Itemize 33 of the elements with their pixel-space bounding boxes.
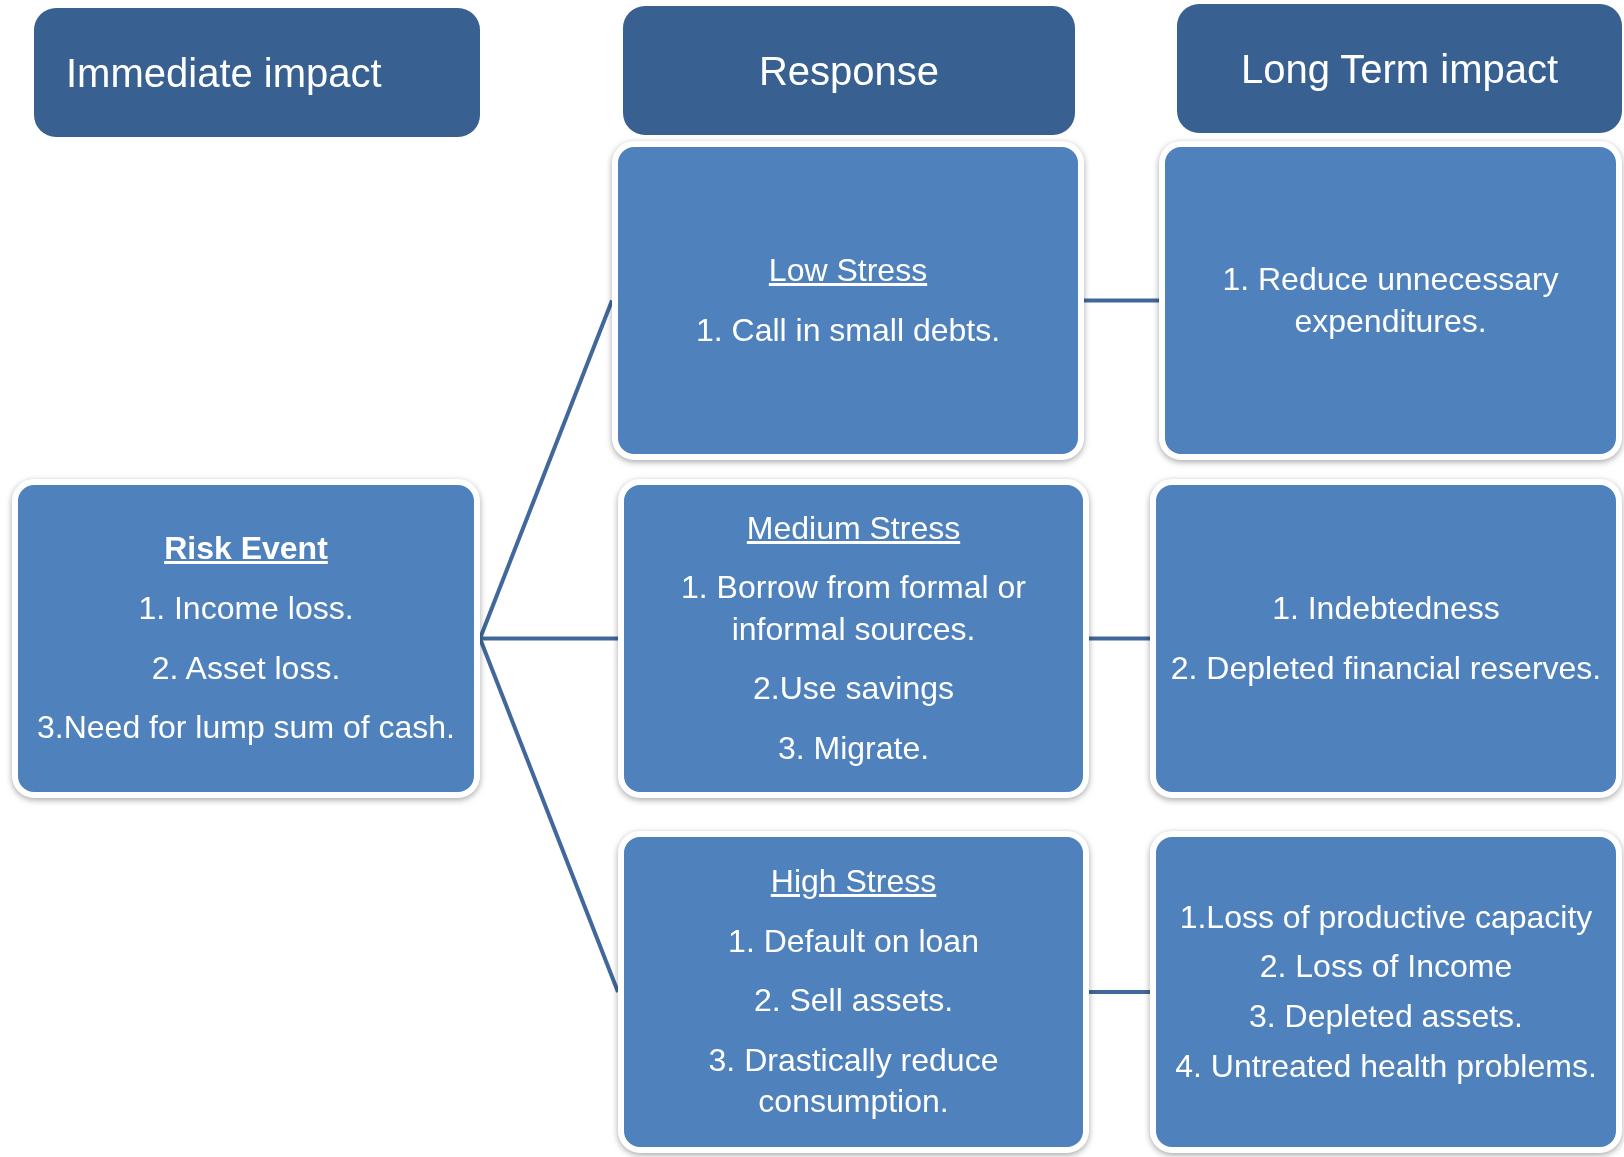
list-item-text: 2. Sell assets.: [753, 981, 954, 1021]
header-text: Long Term impact: [1240, 45, 1559, 93]
heading-text: Low Stress: [768, 250, 928, 290]
list-item-text: 1. Reduce unnecessary expenditures.: [1221, 259, 1560, 341]
connector-line: [478, 299, 614, 640]
column-header: [623, 6, 1075, 135]
list-item-text: 3.Need for lump sum of cash.: [37, 708, 455, 748]
heading-text: Risk Event: [164, 529, 328, 569]
header-text: Response: [758, 47, 940, 95]
header-text: Immediate impact: [66, 49, 382, 97]
list-item-text: 1. Borrow from formal or informal sources.: [680, 568, 1027, 649]
list-item-text: 1.Loss of productive capacity: [1179, 897, 1593, 937]
list-item-text: 1. Call in small debts.: [695, 310, 1001, 350]
heading-text: Medium Stress: [746, 508, 961, 548]
list-item-text: 3. Depleted assets.: [1249, 997, 1523, 1036]
column-header: [34, 8, 480, 137]
list-item-text: 2. Asset loss.: [151, 648, 341, 688]
connector-line: [1084, 298, 1159, 303]
list-item-text: 3. Migrate.: [777, 728, 930, 768]
list-item-text: 1. Indebtedness: [1272, 588, 1500, 628]
list-item-text: 2. Depleted financial reserves.: [1170, 648, 1602, 688]
list-item-text: 2. Loss of Income: [1259, 947, 1513, 987]
connector-line: [1089, 990, 1150, 994]
heading-text: High Stress: [770, 862, 937, 901]
list-item-text: 1. Default on loan: [728, 921, 979, 961]
connector-line: [1089, 636, 1150, 641]
connector-line: [478, 637, 620, 993]
list-item-text: 4. Untreated health problems.: [1175, 1046, 1597, 1086]
column-header: [1177, 4, 1622, 133]
list-item-text: 2.Use savings: [753, 669, 954, 709]
connector-line: [480, 636, 618, 641]
list-item-text: 1. Income loss.: [138, 588, 354, 628]
list-item-text: 3. Drastically reduce consumption.: [707, 1040, 1000, 1122]
